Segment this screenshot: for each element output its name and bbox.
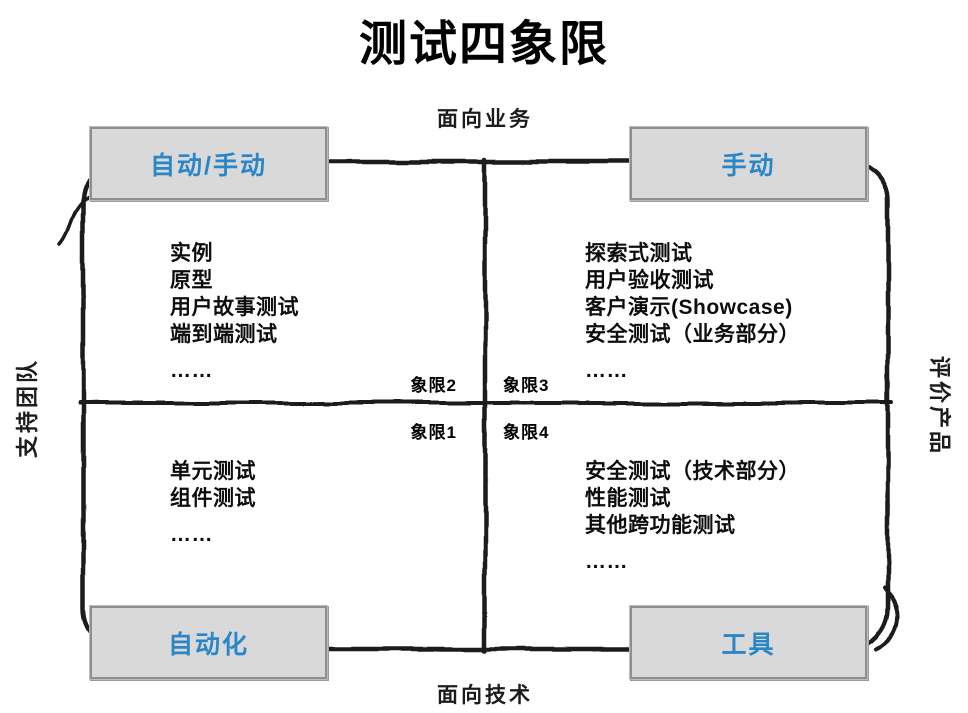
corner-box-manual: 手动	[630, 127, 867, 200]
list-item: 单元测试	[170, 460, 256, 483]
axis-label-technology: 面向技术	[437, 684, 533, 707]
list-item: 探索式测试	[585, 242, 693, 265]
quadrant3-label: 象限3	[503, 376, 550, 395]
list-item: 实例	[170, 242, 213, 265]
quadrant1-label: 象限1	[410, 423, 457, 442]
corner-box-auto-manual: 自动/手动	[90, 127, 327, 200]
list-item: 原型	[170, 269, 213, 292]
corner-flourish-top-left	[58, 195, 90, 246]
quadrant3-list: 探索式测试 用户验收测试 客户演示(Showcase) 安全测试（业务部分） ……	[585, 240, 800, 384]
list-item: ……	[170, 359, 213, 382]
list-item: 客户演示(Showcase)	[585, 296, 793, 319]
list-item: 用户故事测试	[170, 296, 299, 319]
list-item: 安全测试（技术部分）	[585, 460, 800, 483]
list-item: 性能测试	[585, 487, 671, 510]
quadrant1-list: 单元测试 组件测试 ……	[170, 458, 256, 548]
corner-box-tools: 工具	[630, 606, 867, 679]
list-item: ……	[585, 359, 628, 382]
list-item: ……	[585, 550, 628, 573]
axis-label-business: 面向业务	[437, 108, 533, 131]
quadrant2-list: 实例 原型 用户故事测试 端到端测试 ……	[170, 240, 299, 384]
quadrant4-label: 象限4	[503, 423, 550, 442]
corner-flourish-bottom-right	[874, 584, 900, 652]
list-item: 组件测试	[170, 487, 256, 510]
corner-box-automation: 自动化	[90, 606, 327, 679]
list-item: 用户验收测试	[585, 269, 714, 292]
list-item: 其他跨功能测试	[585, 514, 736, 537]
list-item: 安全测试（业务部分）	[585, 323, 800, 346]
quadrant2-label: 象限2	[410, 376, 457, 395]
quadrant4-list: 安全测试（技术部分） 性能测试 其他跨功能测试 ……	[585, 458, 800, 575]
list-item: 端到端测试	[170, 323, 278, 346]
page-title: 测试四象限	[358, 18, 609, 71]
list-item: ……	[170, 523, 213, 546]
